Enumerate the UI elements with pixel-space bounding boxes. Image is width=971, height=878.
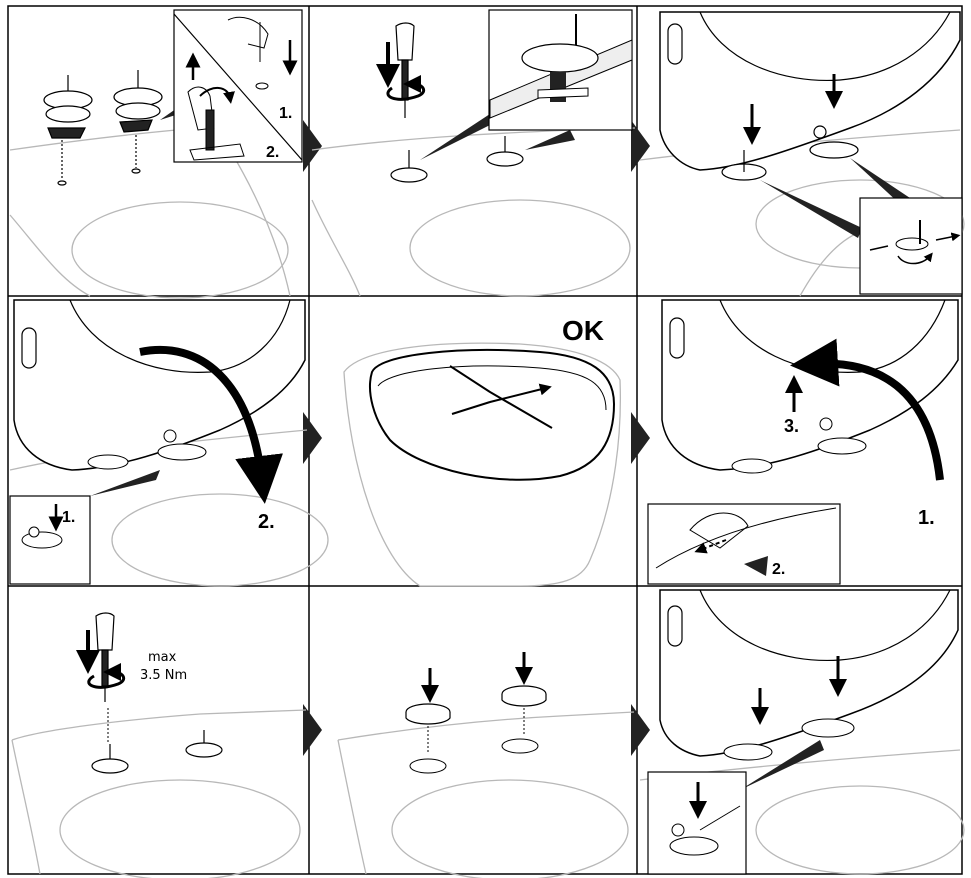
inset-pointer	[850, 158, 910, 204]
torque-value-label: 3.5 Nm	[140, 668, 187, 683]
inset-pointer	[525, 130, 575, 150]
detail-inset-9	[648, 772, 746, 874]
toilet-bowl-outline	[312, 128, 635, 296]
step-6-label-1: 1.	[918, 507, 935, 529]
step-3-panel	[640, 12, 964, 296]
detail-inset-2	[489, 10, 632, 130]
anchor-left	[92, 744, 128, 773]
step-1-panel: 1. 2.	[10, 10, 302, 298]
step-6-label-3: 3.	[784, 416, 799, 436]
detail-inset-3	[860, 198, 962, 294]
detail-inset-6: 2.	[648, 504, 840, 584]
toilet-bowl-outline	[338, 712, 634, 878]
inset-pointer	[760, 180, 862, 238]
toilet-bowl-outline	[12, 710, 306, 878]
screwdriver-icon	[396, 23, 414, 118]
toilet-seat	[14, 300, 305, 470]
ok-label: OK	[562, 315, 604, 346]
step-4-panel: 2. 1.	[10, 300, 328, 586]
hinge-plate-right	[114, 70, 162, 173]
cover-cap-right	[502, 686, 546, 706]
torque-max-label: max	[148, 650, 177, 665]
step-1-label-1: 1.	[279, 105, 292, 122]
toilet-seat	[660, 12, 960, 170]
step-2-panel	[312, 10, 635, 296]
step-6-label-2: 2.	[772, 561, 785, 578]
anchor-right	[186, 730, 222, 757]
step-7-panel: max 3.5 Nm	[12, 613, 306, 878]
step-1-label-2: 2.	[266, 144, 279, 161]
step-8-panel	[338, 652, 634, 878]
cover-cap-left	[406, 704, 450, 724]
step-9-panel	[640, 590, 964, 874]
toilet-seat	[662, 300, 958, 470]
step-6-panel: 3. 1. 2.	[648, 300, 958, 584]
anchor-left	[391, 150, 427, 182]
inset-pointer	[420, 110, 500, 160]
detail-inset-1: 1. 2.	[174, 10, 302, 162]
inset-pointer	[90, 470, 160, 496]
step-5-panel: OK	[344, 315, 620, 586]
step-4-label-1: 1.	[62, 509, 75, 526]
step-4-label-2: 2.	[258, 511, 275, 533]
anchor-right	[487, 136, 523, 166]
hinge-plate-left	[44, 75, 92, 185]
detail-inset-4: 1.	[10, 496, 90, 584]
